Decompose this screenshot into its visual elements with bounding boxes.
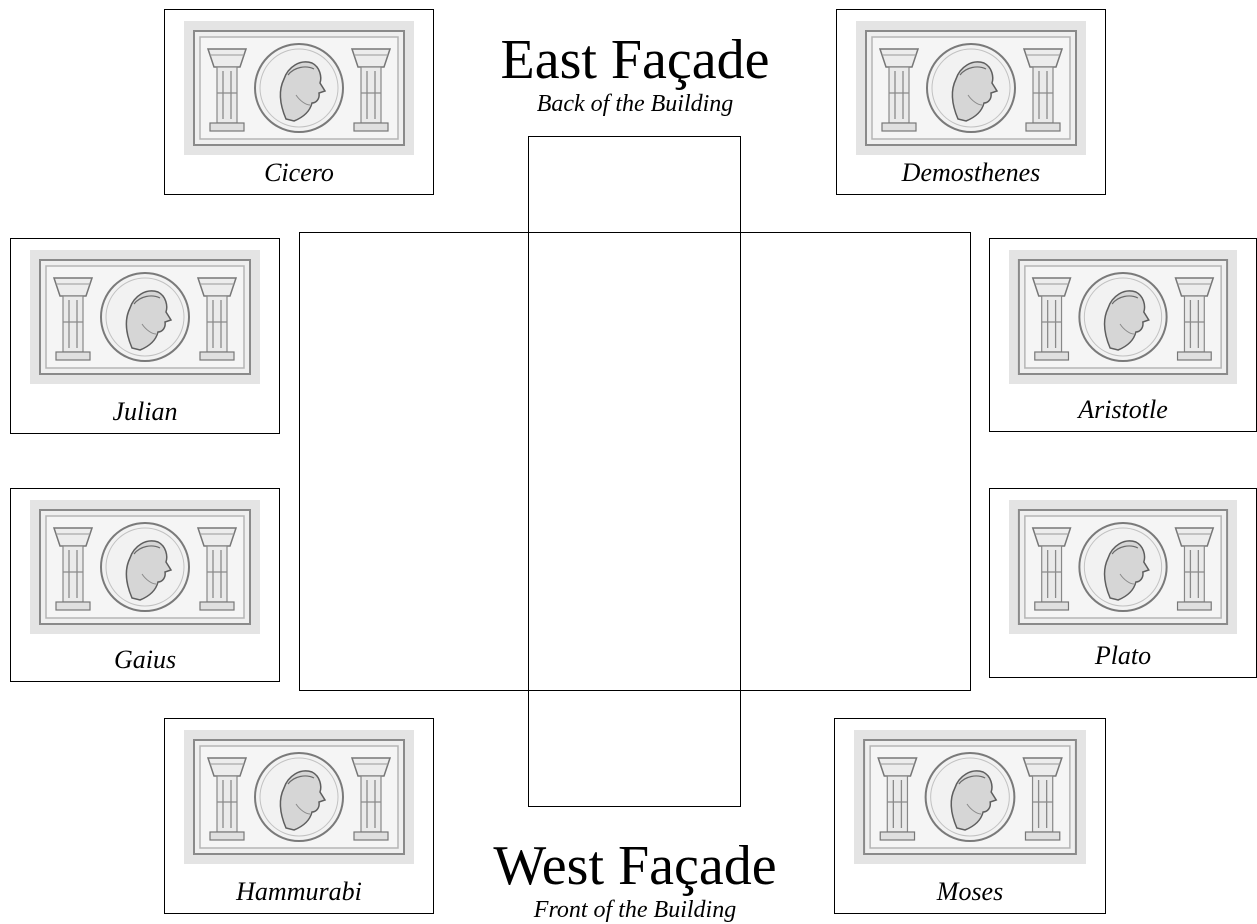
panel-hammurabi: Hammurabi [164,718,434,914]
panel-caption: Cicero [264,158,334,187]
relief-image-hammurabi [184,730,414,864]
relief-image-cicero [184,21,414,155]
panel-julian: Julian [10,238,280,434]
west-facade-heading: West Façade Front of the Building [470,836,800,924]
panel-caption: Moses [936,877,1004,906]
panel-aristotle: Aristotle [989,238,1257,432]
panel-gaius: Gaius [10,488,280,682]
relief-image-plato [1009,500,1237,634]
panel-moses: Moses [834,718,1106,914]
building-central-wing-outline [528,136,741,807]
panel-plato: Plato [989,488,1257,678]
relief-image-demosthenes [856,21,1086,155]
west-facade-title: West Façade [493,835,777,897]
panel-caption: Hammurabi [236,877,362,906]
panel-caption: Demosthenes [901,158,1041,187]
west-facade-subtitle: Front of the Building [533,897,737,923]
relief-image-julian [30,250,260,384]
panel-demosthenes: Demosthenes [836,9,1106,195]
relief-image-moses [854,730,1086,864]
east-facade-title: East Façade [500,29,770,91]
panel-caption: Aristotle [1078,395,1168,424]
east-facade-subtitle: Back of the Building [536,91,734,117]
relief-image-gaius [30,500,260,634]
panel-caption: Julian [112,397,178,426]
building-main-block-outline [299,232,971,691]
relief-image-aristotle [1009,250,1237,384]
panel-caption: Gaius [113,645,177,674]
east-facade-heading: East Façade Back of the Building [470,30,800,118]
panel-cicero: Cicero [164,9,434,195]
panel-caption: Plato [1094,641,1152,670]
